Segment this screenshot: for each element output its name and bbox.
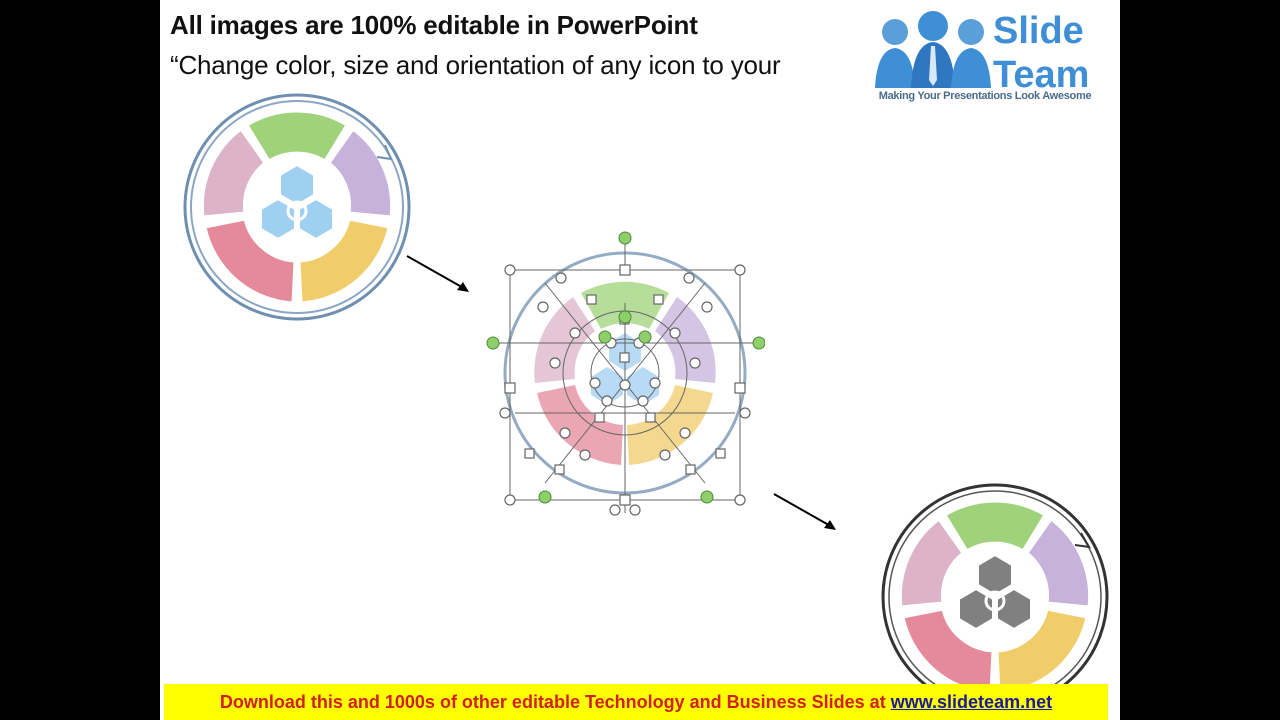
segment-yellow[interactable]: [297, 217, 391, 305]
download-banner: Download this and 1000s of other editabl…: [164, 684, 1108, 720]
cycle-diagram-recolored[interactable]: [878, 480, 1112, 690]
segment-red[interactable]: [203, 217, 297, 305]
arrow-icon: [406, 255, 469, 292]
arrow-icon: [773, 493, 836, 530]
segment-pink[interactable]: [200, 126, 268, 219]
slideteam-link[interactable]: www.slideteam.net: [890, 692, 1053, 712]
slide-canvas[interactable]: All images are 100% editable in PowerPoi…: [160, 0, 1120, 720]
rotation-handle-icon[interactable]: [486, 231, 765, 504]
slide-title[interactable]: All images are 100% editable in PowerPoi…: [170, 10, 698, 40]
slideteam-logo: Slide Team Making Your Presentations Loo…: [865, 8, 1105, 105]
slide-subtitle[interactable]: “Change color, size and orientation of a…: [170, 50, 781, 80]
logo-tagline: Making Your Presentations Look Awesome: [878, 90, 1092, 102]
hexagon-cluster-icon: [958, 553, 1032, 631]
hexagon-cluster-icon: [260, 163, 334, 241]
cycle-diagram-selected[interactable]: [485, 228, 765, 518]
cycle-diagram-original[interactable]: [180, 90, 414, 324]
selection-frame[interactable]: [493, 238, 757, 513]
people-logo-icon: [875, 11, 991, 88]
selection-handle-icon[interactable]: [499, 264, 751, 516]
logo-word-team: Team: [993, 54, 1090, 96]
segment-green[interactable]: [244, 109, 350, 164]
banner-text: Download this and 1000s of other editabl…: [219, 692, 891, 712]
segment-purple[interactable]: [326, 126, 394, 219]
logo-word-slide: Slide: [993, 10, 1084, 52]
